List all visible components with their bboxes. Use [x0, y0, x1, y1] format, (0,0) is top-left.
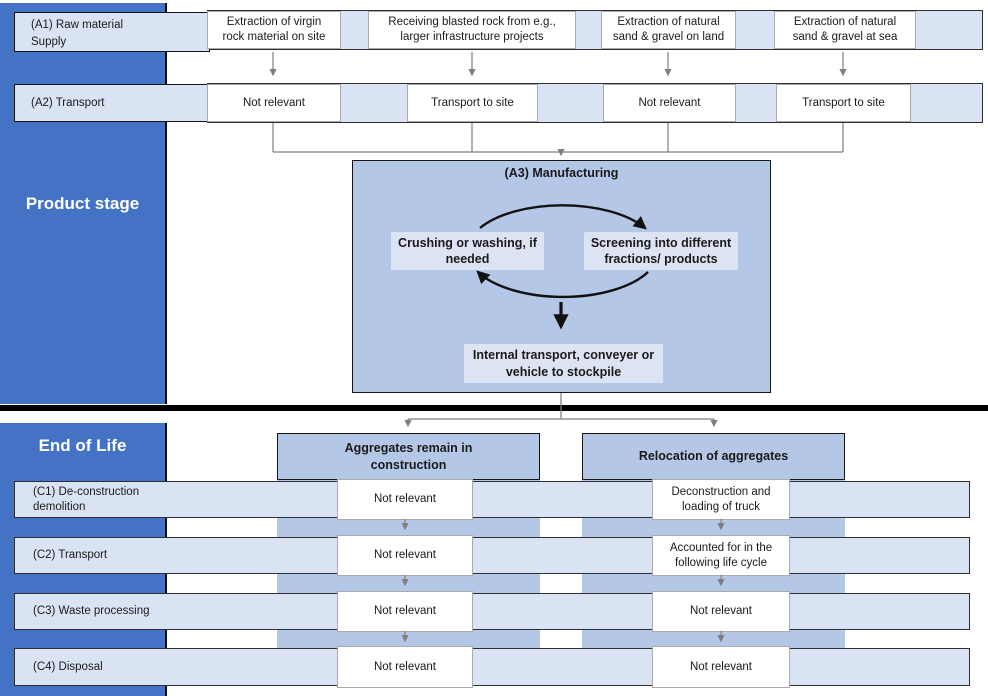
- c3-cell-remain: Not relevant: [337, 591, 473, 632]
- row-a2-label: (A2) Transport: [14, 84, 210, 122]
- a2-cell-1: Not relevant: [207, 84, 341, 122]
- row-c4-band: (C4) Disposal: [14, 648, 970, 686]
- a2-cell-2: Transport to site: [407, 84, 538, 122]
- product-stage-title: Product stage: [25, 193, 140, 213]
- row-c2-band: (C2) Transport: [14, 537, 970, 574]
- a3-manufacturing-box: (A3) Manufacturing Crushing or washing, …: [352, 160, 771, 393]
- c4-cell-remain: Not relevant: [337, 646, 473, 688]
- row-c1-band: (C1) De-construction demolition: [14, 481, 970, 518]
- a3-title: (A3) Manufacturing: [504, 166, 619, 180]
- eol-header-relocation: Relocation of aggregates: [582, 433, 845, 480]
- c1-cell-relocation: Deconstruction and loading of truck: [652, 479, 790, 520]
- a1-cell-sand-gravel-sea: Extraction of natural sand & gravel at s…: [774, 11, 916, 49]
- row-c3-band: (C3) Waste processing: [14, 593, 970, 630]
- c2-cell-relocation: Accounted for in the following life cycl…: [652, 535, 790, 576]
- a1-a2-arrows: [269, 52, 847, 77]
- c1-cell-remain: Not relevant: [337, 479, 473, 520]
- section-divider: [0, 405, 988, 411]
- a3-step-screening: Screening into different fractions/ prod…: [584, 232, 738, 270]
- c4-cell-relocation: Not relevant: [652, 646, 790, 688]
- row-a1-label: (A1) Raw material Supply: [14, 12, 210, 52]
- eol-header-remain-in-construction: Aggregates remain in construction: [277, 433, 540, 480]
- a1-cell-virgin-rock: Extraction of virgin rock material on si…: [207, 11, 341, 49]
- c3-cell-relocation: Not relevant: [652, 591, 790, 632]
- c2-cell-remain: Not relevant: [337, 535, 473, 576]
- end-of-life-title: End of Life: [38, 436, 127, 455]
- a2-a3-connector: [272, 123, 844, 157]
- a3-step-internal-transport: Internal transport, conveyer or vehicle …: [464, 344, 663, 383]
- sidebar-product-stage: Product stage: [0, 3, 167, 404]
- a1-cell-blasted-rock: Receiving blasted rock from e.g., larger…: [368, 11, 576, 49]
- a2-cell-3: Not relevant: [603, 84, 736, 122]
- a1-cell-sand-gravel-land: Extraction of natural sand & gravel on l…: [601, 11, 736, 49]
- a2-cell-4: Transport to site: [776, 84, 911, 122]
- a3-step-crushing: Crushing or washing, if needed: [391, 232, 544, 270]
